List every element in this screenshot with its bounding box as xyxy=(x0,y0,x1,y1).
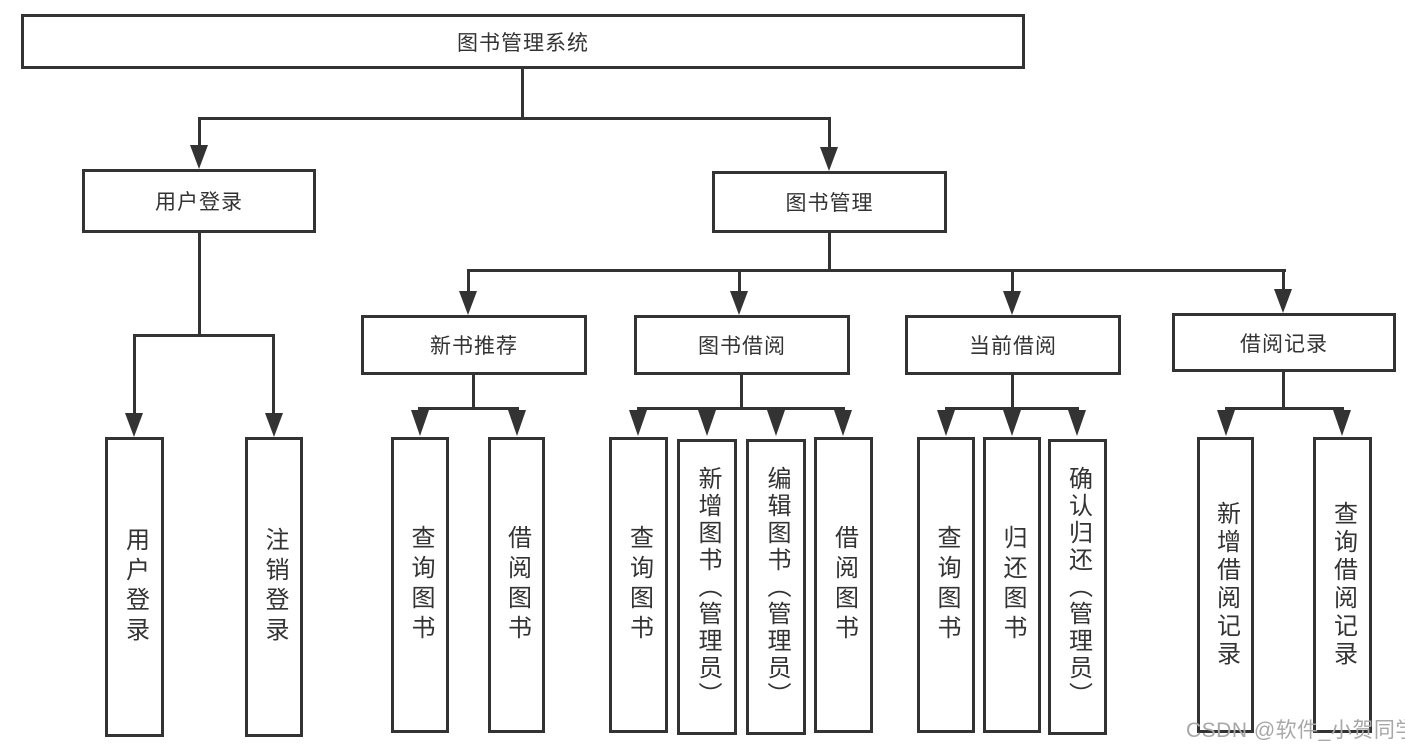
node-book-management-label: 图书管理 xyxy=(785,192,874,215)
arrow-to-c3 xyxy=(767,410,785,436)
node-new-book-recommend: 新书推荐 xyxy=(361,315,587,375)
edge-rec-stub xyxy=(467,269,470,293)
leaf-borrow-books-label: 借阅图书 xyxy=(830,525,858,645)
edge-a2-stub xyxy=(272,334,275,414)
leaf-rec-query-books-label: 查询图书 xyxy=(407,525,434,645)
leaf-add-borrow-record-label: 新增借阅记录 xyxy=(1212,501,1240,669)
edge-login-rail xyxy=(133,334,275,337)
edge-borrow-rail xyxy=(637,407,845,410)
node-root: 图书管理系统 xyxy=(21,14,1025,69)
leaf-rec-query-books: 查询图书 xyxy=(391,437,449,733)
node-current-borrowing: 当前借阅 xyxy=(905,315,1121,375)
leaf-confirm-return-admin-label: 确认归还（管理员） xyxy=(1064,465,1092,709)
edge-rec-rail xyxy=(418,407,519,410)
edge-records-stem xyxy=(1282,372,1285,410)
arrow-to-d1 xyxy=(937,410,955,436)
arrow-to-a1 xyxy=(125,413,143,437)
leaf-current-query-books-label: 查询图书 xyxy=(933,525,960,645)
edge-current-stub xyxy=(1011,269,1014,293)
arrow-to-a2 xyxy=(265,413,283,437)
arrow-to-e2 xyxy=(1333,410,1351,436)
arrow-to-rec xyxy=(459,291,477,315)
leaf-logout: 注销登录 xyxy=(245,437,303,737)
leaf-current-query-books: 查询图书 xyxy=(917,437,975,733)
node-current-borrowing-label: 当前借阅 xyxy=(969,335,1057,358)
node-new-book-recommend-label: 新书推荐 xyxy=(430,335,518,358)
edge-mgmt-stem xyxy=(828,233,831,272)
arrow-to-d3 xyxy=(1068,410,1086,436)
node-book-borrowing-label: 图书借阅 xyxy=(698,335,786,358)
edge-login-stub xyxy=(198,117,201,147)
edge-borrow-stub xyxy=(738,269,741,293)
node-user-login: 用户登录 xyxy=(82,169,316,233)
edge-login-stem xyxy=(198,233,201,337)
leaf-add-books-admin: 新增图书（管理员） xyxy=(677,439,737,735)
node-borrow-records-label: 借阅记录 xyxy=(1240,332,1328,356)
edge-borrow-stem xyxy=(740,375,743,410)
leaf-user-login-label: 用户登录 xyxy=(121,527,149,647)
arrow-to-b1 xyxy=(411,410,429,436)
edge-a1-stub xyxy=(133,334,136,414)
leaf-borrow-query-books: 查询图书 xyxy=(609,437,668,733)
arrow-to-e1 xyxy=(1217,410,1235,436)
edge-mgmt-rail xyxy=(467,269,1286,272)
leaf-rec-borrow-books-label: 借阅图书 xyxy=(503,525,531,645)
edge-current-rail xyxy=(945,407,1079,410)
leaf-query-borrow-record-label: 查询借阅记录 xyxy=(1329,501,1357,669)
edge-current-stem xyxy=(1011,375,1014,410)
leaf-logout-label: 注销登录 xyxy=(261,527,288,647)
arrow-to-d2 xyxy=(1003,410,1021,436)
leaf-edit-books-admin: 编辑图书（管理员） xyxy=(746,439,806,735)
node-book-borrowing: 图书借阅 xyxy=(634,315,850,375)
leaf-add-borrow-record: 新增借阅记录 xyxy=(1197,437,1254,733)
node-book-management: 图书管理 xyxy=(712,171,947,233)
arrow-to-records xyxy=(1274,289,1292,313)
arrow-to-c4 xyxy=(834,410,852,436)
edge-records-stub xyxy=(1282,269,1285,293)
csdn-watermark: CSDN @软件_小贺同学 xyxy=(1186,719,1405,742)
edge-root-stem xyxy=(521,68,524,118)
node-root-label: 图书管理系统 xyxy=(457,31,589,55)
edge-root-rail xyxy=(198,117,831,120)
edge-rec-stem xyxy=(472,375,475,410)
leaf-edit-books-admin-label: 编辑图书（管理员） xyxy=(763,465,790,709)
leaf-user-login: 用户登录 xyxy=(105,437,164,737)
leaf-borrow-books: 借阅图书 xyxy=(814,437,873,733)
arrow-to-mgmt xyxy=(820,147,838,171)
arrow-to-b2 xyxy=(508,410,526,436)
leaf-query-borrow-record: 查询借阅记录 xyxy=(1313,437,1372,733)
leaf-borrow-query-books-label: 查询图书 xyxy=(625,525,653,645)
leaf-return-books-label: 归还图书 xyxy=(999,525,1026,645)
leaf-rec-borrow-books: 借阅图书 xyxy=(488,437,545,733)
leaf-return-books: 归还图书 xyxy=(983,437,1041,733)
arrow-to-current xyxy=(1003,291,1021,315)
arrow-to-login xyxy=(190,145,208,169)
node-user-login-label: 用户登录 xyxy=(155,191,243,214)
edge-mgmt-stub xyxy=(828,117,831,147)
arrow-to-c1 xyxy=(629,410,647,436)
arrow-to-c2 xyxy=(698,410,716,436)
node-borrow-records: 借阅记录 xyxy=(1172,313,1396,372)
leaf-confirm-return-admin: 确认归还（管理员） xyxy=(1048,439,1107,735)
edge-records-rail xyxy=(1225,407,1344,410)
arrow-to-borrow xyxy=(730,291,748,315)
leaf-add-books-admin-label: 新增图书（管理员） xyxy=(694,465,721,709)
